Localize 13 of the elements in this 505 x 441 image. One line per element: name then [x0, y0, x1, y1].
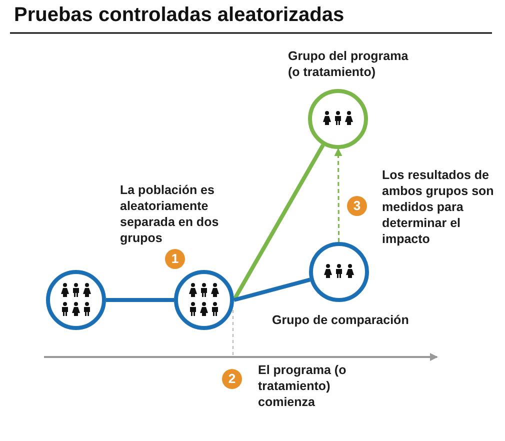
- annotation-text: La población es aleatoriamente separada en dos grupos: [120, 182, 220, 246]
- dashed-arrow: [334, 148, 342, 242]
- connector-line: [232, 144, 325, 301]
- step-badge: 3: [347, 196, 367, 216]
- group-label: Grupo de comparación: [272, 312, 410, 328]
- step-badge: 1: [165, 249, 185, 269]
- title: Pruebas controladas aleatorizadas: [14, 4, 344, 27]
- connector-line: [106, 298, 174, 302]
- step-badge: 2: [222, 369, 242, 389]
- annotation-text: Los resultados de ambos grupos son medidos para determinar el impacto: [382, 167, 495, 247]
- annotation-text: El programa (o tratamiento) comienza: [258, 362, 348, 410]
- connector-line: [233, 278, 311, 302]
- group-label: Grupo del programa (o tratamiento): [288, 48, 410, 80]
